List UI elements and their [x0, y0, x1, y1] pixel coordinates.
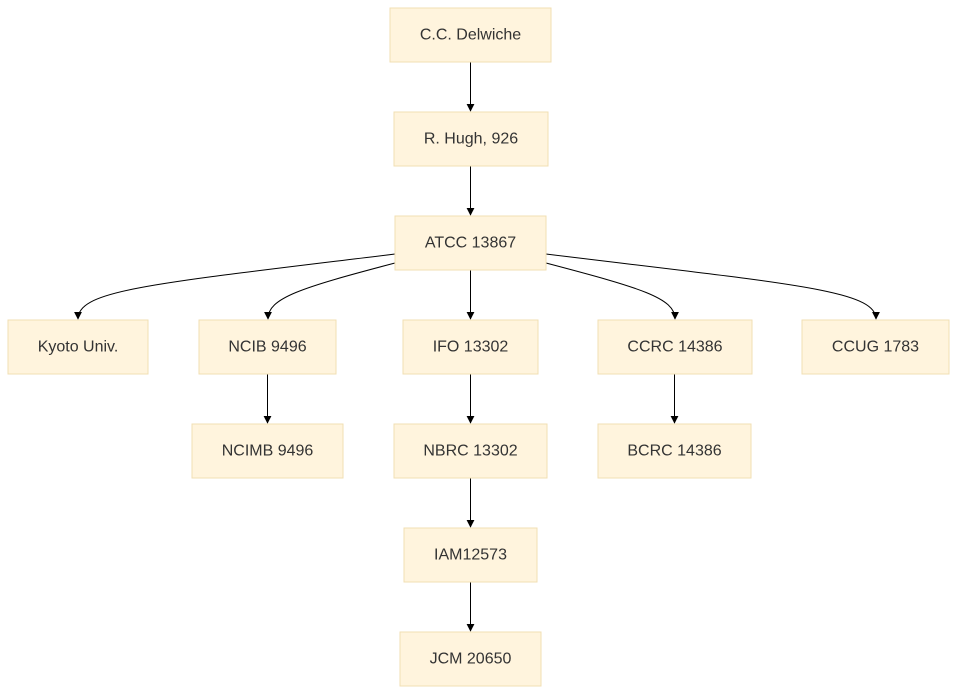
node-label: NCIMB 9496	[222, 443, 314, 460]
node-iam: IAM12573	[403, 527, 538, 583]
node-label: NCIB 9496	[228, 339, 306, 356]
node-label: R. Hugh, 926	[424, 131, 518, 148]
node-label: ATCC 13867	[425, 235, 516, 252]
node-ifo: IFO 13302	[402, 319, 539, 375]
node-label: CCUG 1783	[832, 339, 919, 356]
edge-atcc-kyoto	[74, 253, 396, 320]
node-atcc: ATCC 13867	[394, 215, 547, 271]
edges-group	[74, 62, 880, 632]
node-ccug: CCUG 1783	[801, 319, 950, 375]
node-nbrc: NBRC 13302	[393, 423, 548, 479]
node-label: Kyoto Univ.	[38, 339, 119, 356]
node-ccrc: CCRC 14386	[597, 319, 753, 375]
node-label: CCRC 14386	[627, 339, 722, 356]
node-label: C.C. Delwiche	[420, 27, 521, 44]
edge-atcc-ccrc	[545, 262, 679, 320]
edge-atcc-ccug	[545, 253, 880, 320]
node-label: BCRC 14386	[627, 443, 721, 460]
node-delwiche: C.C. Delwiche	[389, 7, 552, 63]
node-kyoto: Kyoto Univ.	[7, 319, 149, 375]
node-bcrc: BCRC 14386	[597, 423, 752, 479]
edge-atcc-ncib	[264, 262, 396, 320]
nodes-group: C.C. Delwiche R. Hugh, 926 ATCC 13867 Ky…	[7, 7, 950, 687]
node-jcm: JCM 20650	[399, 631, 542, 687]
node-label: JCM 20650	[430, 651, 512, 668]
node-label: IFO 13302	[433, 339, 509, 356]
node-hugh: R. Hugh, 926	[393, 111, 549, 167]
node-ncib: NCIB 9496	[198, 319, 337, 375]
node-ncimb: NCIMB 9496	[191, 423, 344, 479]
node-label: NBRC 13302	[423, 443, 517, 460]
node-label: IAM12573	[434, 547, 507, 564]
